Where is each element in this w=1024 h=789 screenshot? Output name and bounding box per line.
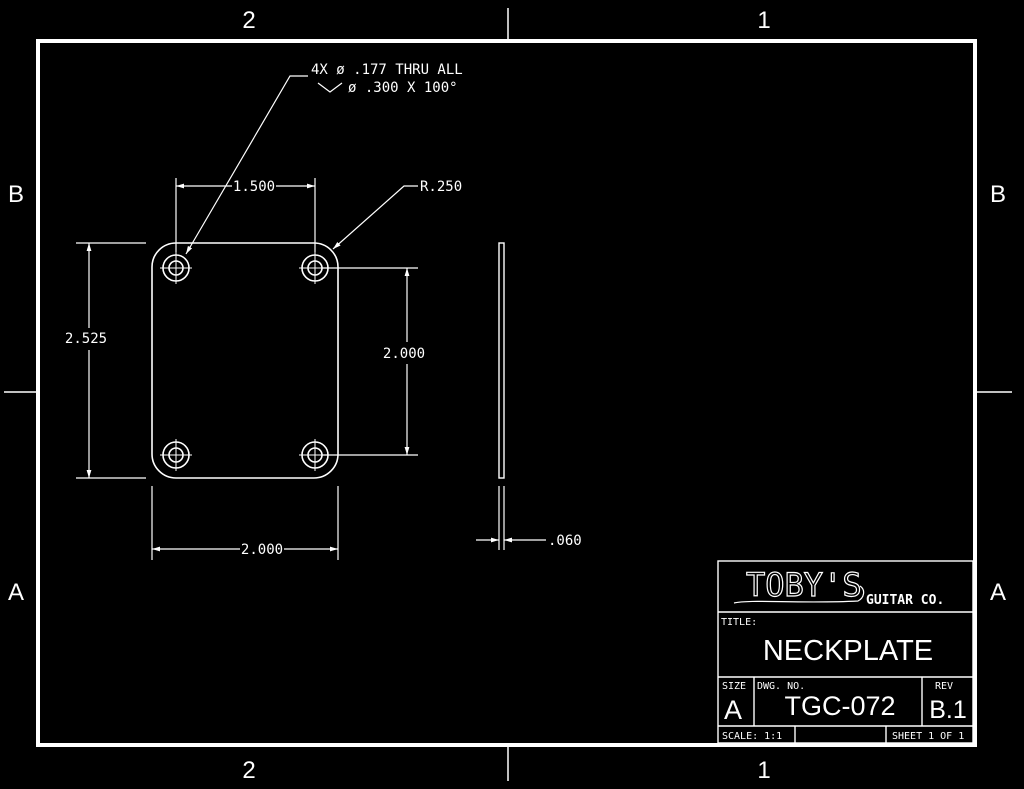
sheet-border [36, 39, 977, 747]
zone-label-top-2: 2 [242, 7, 255, 34]
zone-label-bottom-1: 1 [757, 757, 770, 784]
logo-main-text: TOBY'S [746, 566, 862, 604]
dwg-no-label: DWG. NO. [757, 681, 805, 692]
zone-label-bottom-2: 2 [242, 757, 255, 784]
plate-width-label: 2.000 [241, 542, 283, 558]
hole-callout-line1: 4X ø .177 THRU ALL [311, 62, 463, 78]
mounting-hole-bottom-left [160, 439, 192, 471]
rev-label: REV [935, 681, 953, 692]
size-value: A [724, 695, 742, 725]
dimension-labels: 4X ø .177 THRU ALL ø .300 X 100° R.250 1… [65, 62, 582, 558]
plate-height-label: 2.525 [65, 331, 107, 347]
zone-label-left-b: B [8, 181, 24, 208]
scale-text: SCALE: 1:1 [722, 731, 782, 742]
dimensions [76, 75, 546, 560]
hole-spacing-vertical-label: 2.000 [383, 346, 425, 362]
title-value: NECKPLATE [763, 635, 933, 667]
zone-ticks [4, 8, 1012, 781]
logo-sub-text: GUITAR CO. [866, 593, 944, 608]
dwg-no-value: TGC-072 [784, 691, 895, 721]
sheet-text: SHEET 1 OF 1 [892, 731, 964, 742]
hole-callout-line2: ø .300 X 100° [348, 80, 458, 96]
zone-labels: 2 1 2 1 B A B A [8, 7, 1006, 784]
toby-logo: TOBY'S GUITAR CO. [733, 565, 944, 608]
zone-label-right-b: B [990, 181, 1006, 208]
mounting-hole-top-left [160, 252, 192, 284]
title-label: TITLE: [721, 617, 757, 628]
hole-spacing-horizontal-label: 1.500 [233, 179, 275, 195]
size-label: SIZE [722, 681, 746, 692]
neckplate-front-view [151, 242, 339, 479]
plate-thickness-label: .060 [548, 533, 582, 549]
rev-value: B.1 [929, 696, 967, 724]
title-block: TOBY'S GUITAR CO. TITLE: NECKPLATE SIZE … [717, 560, 974, 744]
zone-label-right-a: A [990, 579, 1006, 606]
corner-radius-label: R.250 [420, 179, 462, 195]
zone-label-left-a: A [8, 579, 24, 606]
zone-label-top-1: 1 [757, 7, 770, 34]
plate-outline [151, 242, 339, 479]
neckplate-side-view [498, 242, 505, 479]
